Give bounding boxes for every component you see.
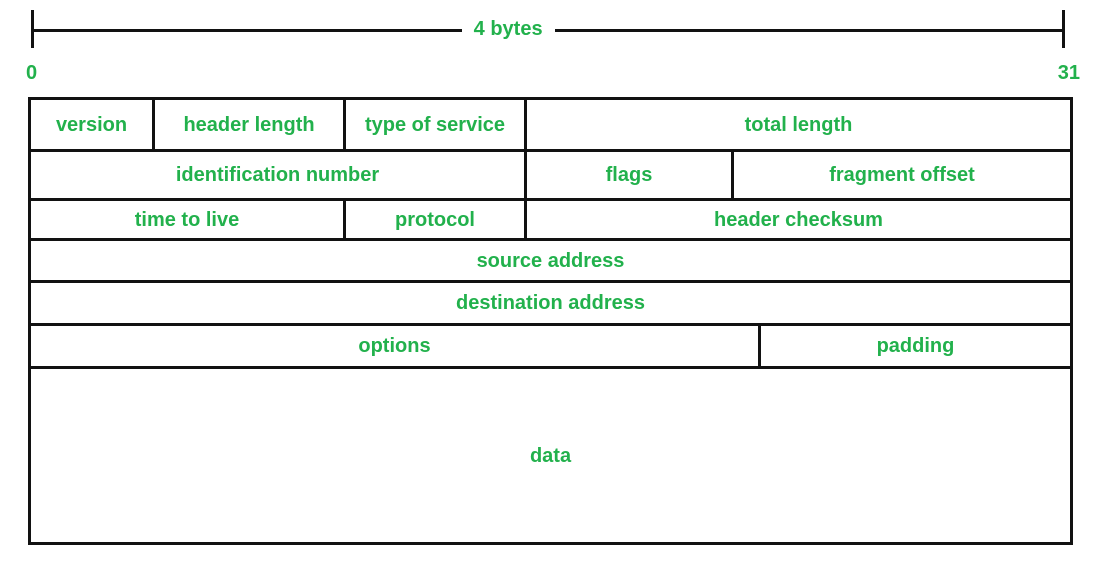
field-label: padding <box>876 335 955 357</box>
table-row-3: source address <box>31 238 1070 280</box>
table-row-6: data <box>31 366 1070 542</box>
field-label: flags <box>605 164 653 186</box>
field-cell-options: options <box>31 326 758 366</box>
field-label: header checksum <box>713 208 883 231</box>
byte-scale-label: 4 bytes <box>473 18 543 40</box>
field-cell-protocol: protocol <box>343 201 524 238</box>
field-label: identification number <box>175 164 380 186</box>
field-cell-source-address: source address <box>31 241 1070 280</box>
field-label: type of service <box>364 113 506 136</box>
field-cell-time-to-live: time to live <box>31 201 343 238</box>
field-label: destination address <box>456 292 645 314</box>
field-cell-fragment-offset: fragment offset <box>730 152 1070 198</box>
field-label: total length <box>744 113 853 136</box>
table-row-5: options padding <box>31 323 1070 366</box>
bracket-line: 4 bytes <box>34 18 1062 42</box>
field-label: source address <box>476 249 625 272</box>
field-cell-header-checksum: header checksum <box>523 201 1070 238</box>
table-row-4: destination address <box>31 280 1070 323</box>
field-cell-type-of-service: type of service <box>342 100 524 149</box>
bracket-left-tick <box>31 10 34 48</box>
field-label: protocol <box>394 208 475 231</box>
ipv4-header-table: version header length type of service total… <box>28 97 1073 545</box>
field-cell-destination-address: destination address <box>31 283 1070 323</box>
field-label: options <box>358 335 431 357</box>
field-cell-total-length: total length <box>523 100 1070 149</box>
field-cell-identification-number: identification number <box>31 152 524 198</box>
field-label: fragment offset <box>829 164 975 186</box>
bit-label-start: 0 <box>26 62 38 84</box>
field-cell-data: data <box>31 369 1070 542</box>
field-cell-padding: padding <box>757 326 1070 366</box>
table-row-0: version header length type of service total… <box>31 100 1070 149</box>
bit-label-end: 31 <box>1057 62 1080 84</box>
table-row-2: time to live protocol header checksum <box>31 198 1070 238</box>
field-cell-header-length: header length <box>152 100 343 149</box>
table-row-1: identification number flags fragment offse… <box>31 149 1070 198</box>
bracket-line-right-segment <box>554 28 1062 32</box>
byte-scale-bracket: 4 bytes <box>31 10 1065 50</box>
bracket-line-left-segment <box>34 28 462 32</box>
field-cell-version: version <box>31 100 152 149</box>
field-label: time to live <box>134 208 240 231</box>
field-cell-flags: flags <box>524 152 731 198</box>
bracket-right-tick <box>1062 10 1065 48</box>
field-label: data <box>529 444 572 467</box>
field-label: version <box>55 113 128 136</box>
field-label: header length <box>183 113 315 136</box>
